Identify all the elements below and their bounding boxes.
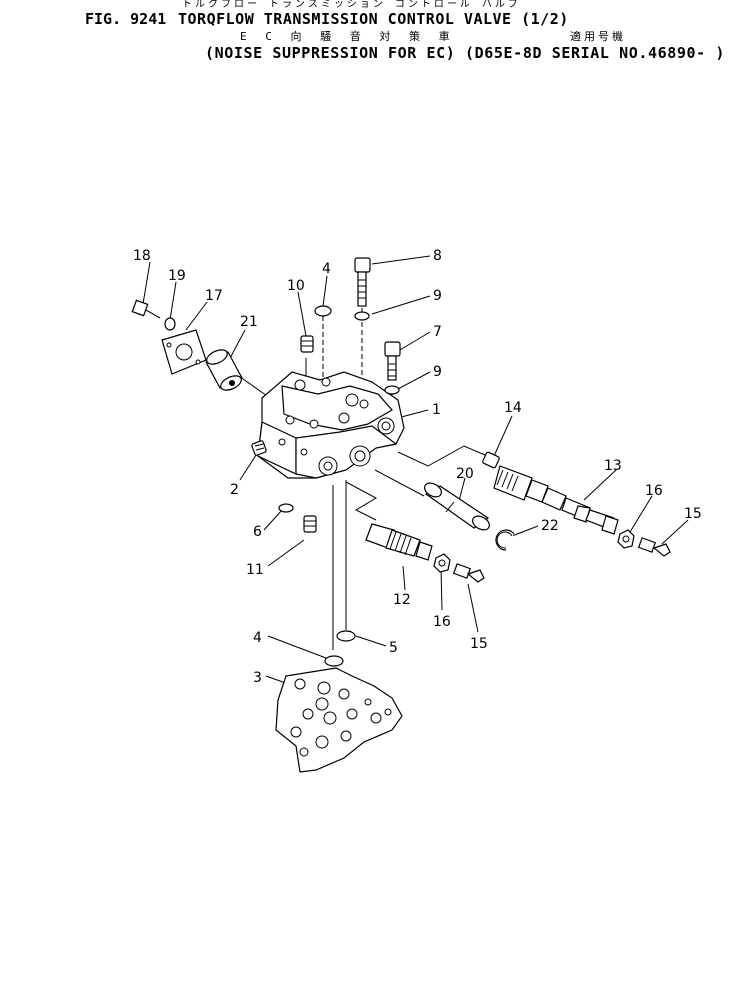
- nut-14: [482, 451, 500, 469]
- callout-18: 18: [133, 248, 151, 264]
- figure-number: FIG. 9241: [85, 10, 167, 28]
- callout-7: 7: [433, 324, 442, 340]
- screw-15-left: [452, 563, 485, 583]
- nut-16-left: [433, 553, 451, 573]
- callout-22: 22: [541, 518, 559, 534]
- callout-3: 3: [253, 670, 262, 686]
- subtitle-japanese-left: E C 向 騒 音 対 策 車: [240, 30, 456, 43]
- callout-15-left: 15: [470, 636, 488, 652]
- callout-16-right: 16: [645, 483, 663, 499]
- washer-9-lower: [384, 385, 400, 395]
- screw-15-right: [637, 537, 671, 557]
- nut-16-right: [617, 529, 635, 549]
- plug-10: [300, 335, 314, 353]
- spool-13: [493, 465, 619, 535]
- callout-9-lower: 9: [433, 364, 442, 380]
- subtitle: (NOISE SUPPRESSION FOR EC) (D65E-8D SERI…: [205, 44, 726, 62]
- bolt-8: [354, 257, 371, 307]
- callout-6: 6: [253, 524, 262, 540]
- o-ring-4-lower: [324, 655, 344, 667]
- callout-1: 1: [432, 402, 441, 418]
- callout-14: 14: [504, 400, 522, 416]
- callout-19: 19: [168, 268, 186, 284]
- callout-2: 2: [230, 482, 239, 498]
- callout-16-left: 16: [433, 614, 451, 630]
- piston-20: [424, 482, 490, 531]
- callout-21: 21: [240, 314, 258, 330]
- plug-2: [251, 440, 267, 456]
- spool-12: [365, 523, 433, 561]
- callout-17: 17: [205, 288, 223, 304]
- callout-numbers: 18 19 17 21 10 4 8 9 7 9 1 2 6 11 14 13 …: [133, 248, 702, 686]
- callout-8: 8: [433, 248, 442, 264]
- washer-19: [164, 317, 176, 331]
- washer-9-upper: [354, 311, 370, 321]
- o-ring-6: [278, 503, 294, 513]
- subtitle-japanese-right: 適用号機: [570, 30, 626, 43]
- plug-11: [303, 515, 317, 533]
- callout-11: 11: [246, 562, 264, 578]
- sleeve-21: [205, 349, 243, 391]
- valve-body: [257, 371, 405, 479]
- callout-13: 13: [604, 458, 622, 474]
- callout-10: 10: [287, 278, 305, 294]
- title-japanese: トルクフロー トランスミッション コントロール バルブ: [182, 0, 521, 10]
- bolt-18: [131, 299, 161, 319]
- callout-20: 20: [456, 466, 474, 482]
- callout-12: 12: [393, 592, 411, 608]
- snap-ring-22: [495, 529, 515, 551]
- page-title: TORQFLOW TRANSMISSION CONTROL VALVE (1/2…: [178, 10, 569, 28]
- callout-4-upper: 4: [322, 261, 331, 277]
- callout-15-right: 15: [684, 506, 702, 522]
- callout-5: 5: [389, 640, 398, 656]
- callout-9-upper: 9: [433, 288, 442, 304]
- separator-plate: [275, 667, 403, 773]
- callout-4-lower: 4: [253, 630, 262, 646]
- bolt-7: [384, 341, 401, 381]
- header: トルクフロー トランスミッション コントロール バルブ FIG. 9241 TO…: [0, 0, 752, 80]
- o-ring-4-upper: [314, 305, 332, 317]
- o-ring-5: [336, 630, 356, 642]
- cover-plate: [161, 329, 207, 375]
